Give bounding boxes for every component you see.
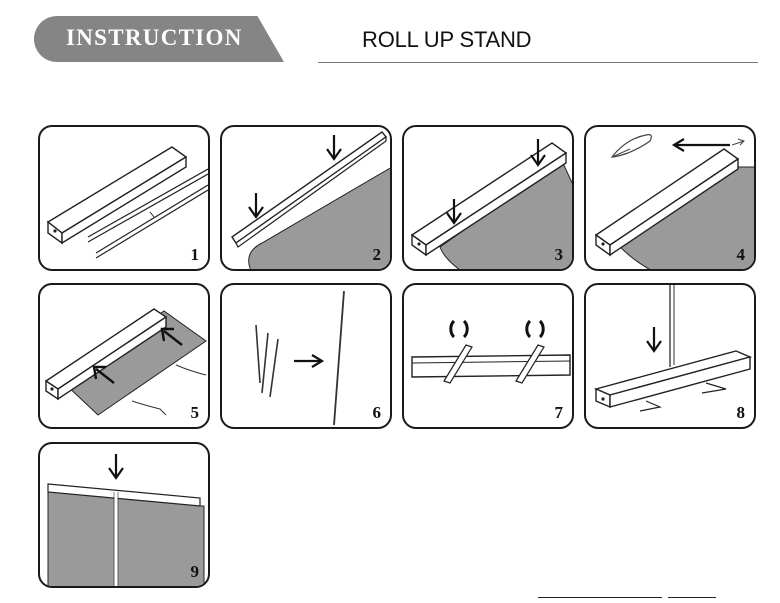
header-title: INSTRUCTION xyxy=(66,25,243,51)
step-8-illustration xyxy=(586,285,756,429)
step-1-panel: 1 xyxy=(38,125,210,271)
step-2-illustration xyxy=(222,127,392,271)
step-3-number: 3 xyxy=(555,245,564,265)
step-5-number: 5 xyxy=(191,403,200,423)
step-2-panel: 2 xyxy=(220,125,392,271)
step-4-number: 4 xyxy=(737,245,746,265)
step-6-panel: 6 xyxy=(220,283,392,429)
step-6-illustration xyxy=(222,285,392,429)
step-6-number: 6 xyxy=(373,403,382,423)
header-subtitle: ROLL UP STAND xyxy=(362,27,531,53)
step-1-illustration xyxy=(40,127,210,271)
step-2-number: 2 xyxy=(373,245,382,265)
step-8-number: 8 xyxy=(737,403,746,423)
step-4-illustration xyxy=(586,127,756,271)
step-1-number: 1 xyxy=(191,245,200,265)
step-9-number: 9 xyxy=(191,562,200,582)
step-3-illustration xyxy=(404,127,574,271)
header-divider xyxy=(318,62,758,63)
step-4-panel: 4 xyxy=(584,125,756,271)
step-7-panel: 7 xyxy=(402,283,574,429)
step-7-illustration xyxy=(404,285,574,429)
footer-line-left xyxy=(538,597,662,598)
step-5-illustration xyxy=(40,285,210,429)
step-7-number: 7 xyxy=(555,403,564,423)
step-5-panel: 5 xyxy=(38,283,210,429)
step-8-panel: 8 xyxy=(584,283,756,429)
step-9-panel: 9 xyxy=(38,442,210,588)
footer-line-right xyxy=(668,597,716,598)
step-3-panel: 3 xyxy=(402,125,574,271)
step-9-illustration xyxy=(40,444,210,588)
